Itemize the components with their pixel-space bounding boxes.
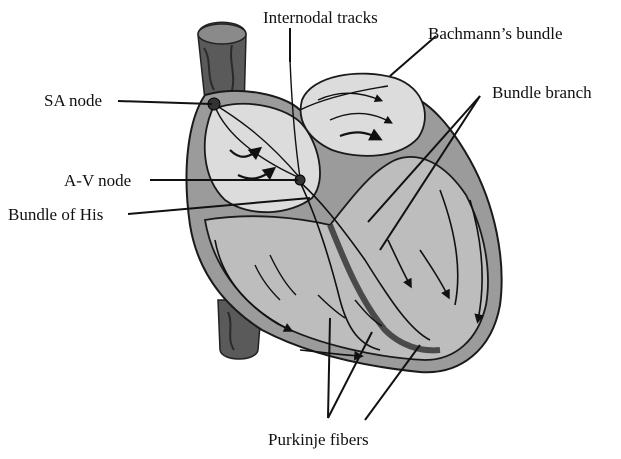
leader-sa-node xyxy=(118,101,212,104)
label-bundle-of-his: Bundle of His xyxy=(8,206,103,223)
label-internodal-tracks: Internodal tracks xyxy=(263,9,378,26)
label-av-node: A-V node xyxy=(64,172,131,189)
label-purkinje-fibers: Purkinje fibers xyxy=(268,431,369,448)
label-bachmanns-bundle: Bachmann’s bundle xyxy=(428,25,563,42)
label-bundle-branch: Bundle branch xyxy=(492,84,592,101)
label-sa-node: SA node xyxy=(44,92,102,109)
